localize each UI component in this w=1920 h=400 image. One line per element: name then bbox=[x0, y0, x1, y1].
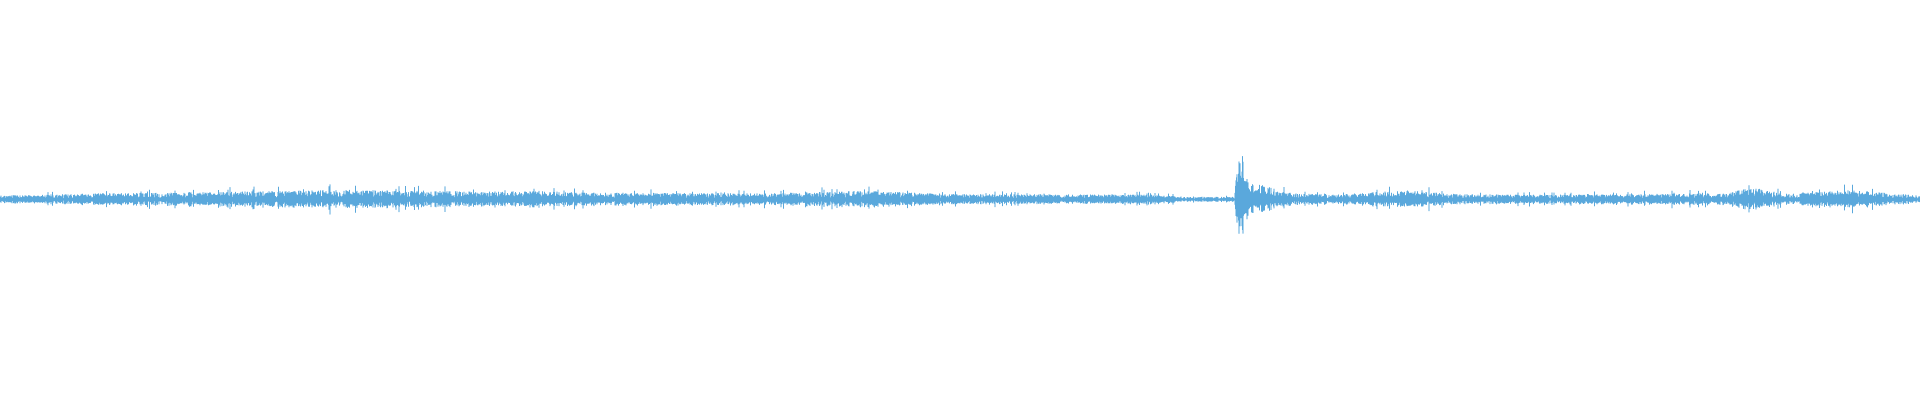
waveform-trace bbox=[0, 156, 1920, 234]
